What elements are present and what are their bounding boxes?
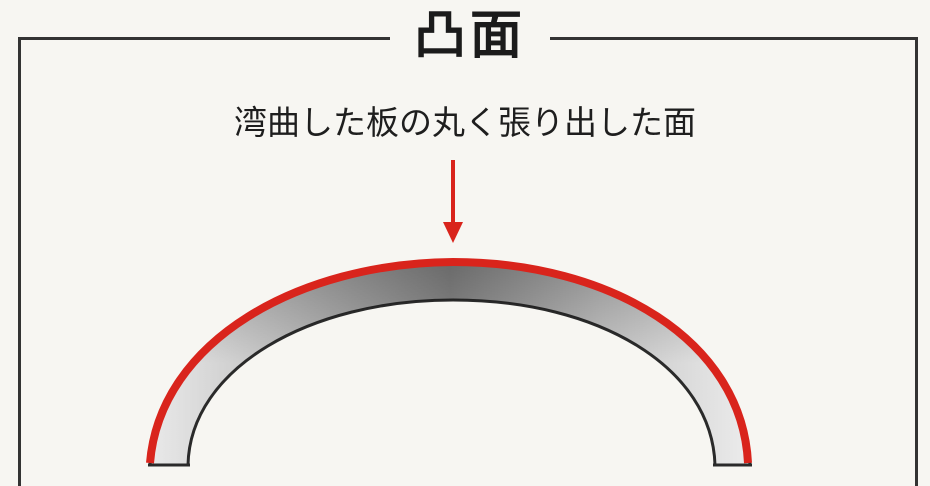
convex-surface-caption: 湾曲した板の丸く張り出した面: [234, 103, 696, 142]
arrow-down-icon: [443, 160, 463, 243]
convex-surface-highlight: [146, 257, 752, 464]
title-background: 凸面: [390, 0, 550, 72]
diagram-title: 凸面: [413, 6, 526, 66]
plate-top-shadow: [150, 262, 750, 465]
